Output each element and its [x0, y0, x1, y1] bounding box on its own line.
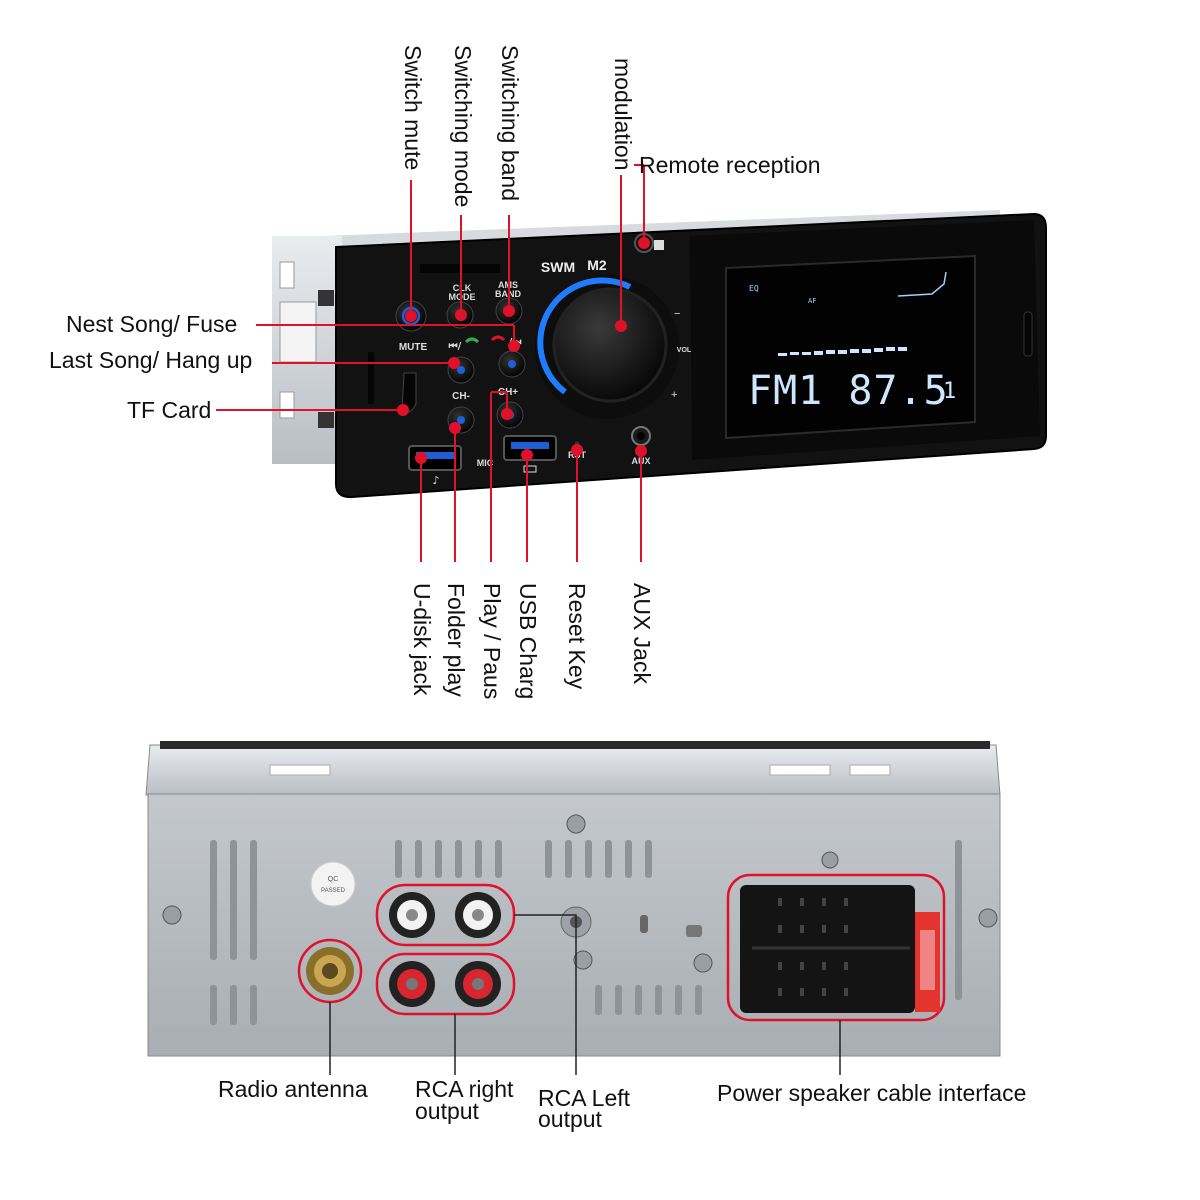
label-u-disk-jack: U-disk jack: [409, 583, 435, 696]
model-label: M2: [587, 257, 607, 273]
vol-label: VOL: [677, 347, 692, 354]
clk-label: CLK: [453, 283, 472, 293]
next-button[interactable]: [498, 350, 526, 378]
label-reset-key: Reset Key: [564, 583, 590, 690]
antenna-socket[interactable]: [297, 938, 363, 1004]
rca-white-left[interactable]: [389, 892, 435, 938]
iso-connector[interactable]: [726, 873, 946, 1022]
vent-slots: [210, 840, 962, 1025]
svg-text:QC: QC: [328, 876, 339, 883]
label-play-pause: Play / Paus: [479, 583, 505, 700]
rca-red-left[interactable]: [389, 961, 435, 1007]
label-modulation: modulation: [610, 58, 636, 171]
label-folder-play: Folder play: [443, 583, 469, 697]
lcd-channel: 1: [943, 379, 956, 404]
prev-symbol: ⏮/: [449, 341, 462, 352]
label-rca-right-2: output: [415, 1098, 479, 1124]
rear-callouts: [329, 914, 841, 1075]
rca-white-right[interactable]: [455, 892, 501, 938]
label-last-song: Last Song/ Hang up: [49, 347, 253, 373]
label-power-interface: Power speaker cable interface: [717, 1080, 1027, 1106]
lcd-eq: EQ: [749, 284, 759, 293]
right-slot: [1023, 311, 1033, 357]
label-aux-jack: AUX Jack: [629, 583, 655, 684]
label-radio-antenna: Radio antenna: [218, 1076, 368, 1102]
aux-jack[interactable]: [631, 426, 651, 446]
lcd-display: EQ AF FM1 87.5 1: [725, 254, 976, 440]
music-note-icon: ♪: [432, 474, 439, 487]
call-green-icon: [464, 337, 480, 344]
rca-red-group: [375, 952, 516, 1016]
call-red-icon: [490, 335, 506, 342]
side-slot: [368, 352, 374, 404]
lcd-main-readout: FM1 87.5: [748, 368, 949, 414]
ch-minus-label: CH-: [452, 391, 470, 402]
volume-knob[interactable]: [535, 275, 679, 419]
rca-red-right[interactable]: [455, 961, 501, 1007]
vol-plus-icon: +: [671, 389, 677, 401]
screws: [162, 814, 998, 973]
rear-unit: QC PASSED: [145, 741, 1001, 1057]
label-rca-right-1: RCA right: [415, 1076, 514, 1102]
front-callouts: [216, 164, 650, 562]
label-switching-mode: Switching mode: [450, 45, 476, 208]
label-tf-card: TF Card: [127, 397, 212, 423]
svg-text:PASSED: PASSED: [321, 888, 346, 894]
label-switching-band: Switching band: [497, 45, 523, 201]
qc-sticker: QC PASSED: [310, 861, 356, 907]
label-rca-left-1: RCA Left: [538, 1085, 631, 1111]
label-remote-reception: Remote reception: [639, 152, 821, 178]
mic-label: MIC: [477, 458, 494, 468]
vol-minus-icon: −: [674, 308, 680, 320]
label-rca-left-2: output: [538, 1106, 602, 1132]
mute-button-label: MUTE: [399, 342, 428, 353]
brand-label: SWM: [541, 259, 575, 275]
lcd-af: AF: [808, 297, 816, 305]
front-unit: MUTE CLK MODE AMS BAND ⏮/ /⏭ CH- CH+: [272, 210, 1047, 499]
ch-plus-label: CH+: [498, 387, 518, 398]
label-usb-charge: USB Charg: [515, 583, 541, 700]
label-nest-song: Nest Song/ Fuse: [66, 311, 238, 337]
lcd-level-bars: [778, 347, 907, 356]
label-switch-mute: Switch mute: [400, 45, 426, 171]
battery-icon: [523, 465, 537, 473]
